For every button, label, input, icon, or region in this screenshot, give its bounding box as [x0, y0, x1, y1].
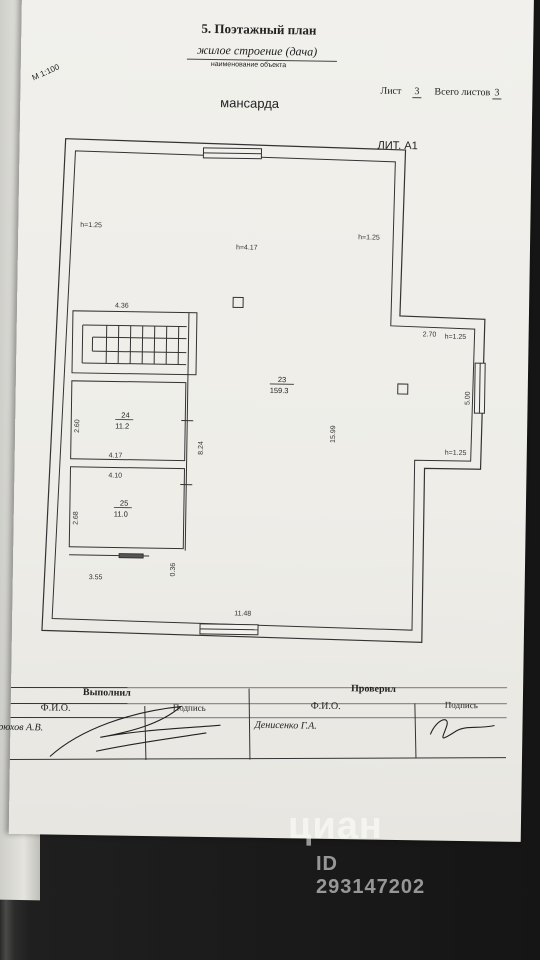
- room-area: 11.2: [115, 421, 129, 430]
- dimension-label: 2.60: [74, 419, 81, 433]
- room-number: 24: [121, 411, 129, 420]
- dimension-label: 5.00: [465, 391, 472, 405]
- hatch: [118, 553, 144, 559]
- column-right: [397, 383, 409, 395]
- partition-stair: [71, 310, 198, 376]
- room-area: 159.3: [270, 386, 289, 395]
- room-24-walls: [70, 380, 187, 462]
- stair-steps: [81, 324, 187, 366]
- checked-header: Проверил: [350, 683, 397, 695]
- watermark-logo: циан: [288, 805, 383, 847]
- height-mark: h=1.25: [445, 450, 467, 457]
- room-number: 23: [278, 375, 286, 384]
- column-left: [232, 296, 244, 308]
- dimension-label: 4.36: [115, 302, 129, 309]
- watermark-id: ID 293147202: [316, 853, 426, 898]
- dimension-label: 2.68: [73, 511, 80, 525]
- dimension-label: 3.55: [89, 574, 103, 581]
- room-24: 24 11.2: [115, 411, 134, 431]
- inner-wall: [51, 150, 476, 631]
- room-25: 25 11.0: [114, 499, 132, 519]
- room-23: 23 159.3: [270, 375, 294, 395]
- performer-signature: [49, 705, 221, 757]
- document-page: 5. Поэтажный план жилое строение (дача) …: [0, 0, 534, 842]
- checker-signature: [429, 719, 495, 739]
- room-number: 25: [120, 499, 128, 508]
- height-mark: h=1.25: [80, 222, 102, 229]
- checker-name: Денисенко Г.А.: [254, 719, 317, 732]
- room-area: 11.0: [114, 509, 128, 518]
- dimension-label: 0.36: [170, 563, 177, 577]
- fio-label: Ф.И.О.: [310, 700, 341, 713]
- height-mark: h=4.17: [236, 244, 258, 251]
- performer-name: Брюхов А.В.: [0, 721, 44, 734]
- dimension-label: 8.24: [198, 441, 205, 455]
- partition-line: [184, 312, 190, 551]
- floor-plan: h=1.25 h=4.17 h=1.25 h=1.25 h=1.25 4.36 …: [41, 138, 486, 643]
- dimension-label: 4.17: [109, 452, 123, 459]
- room-25-walls: [68, 466, 186, 550]
- dimension-label: 15.99: [330, 425, 337, 443]
- signature-table: [8, 687, 508, 761]
- dimension-label: 4.10: [108, 472, 122, 479]
- performed-header: Выполнил: [82, 687, 131, 699]
- signature-label: Подпись: [172, 702, 206, 713]
- outer-wall: [41, 138, 486, 643]
- height-mark: h=1.25: [445, 334, 467, 341]
- dimension-label: 11.48: [234, 610, 251, 617]
- height-mark: h=1.25: [358, 234, 380, 241]
- fio-label: Ф.И.О.: [40, 702, 71, 714]
- signature-label: Подпись: [444, 699, 478, 711]
- dimension-label: 2.70: [423, 331, 437, 338]
